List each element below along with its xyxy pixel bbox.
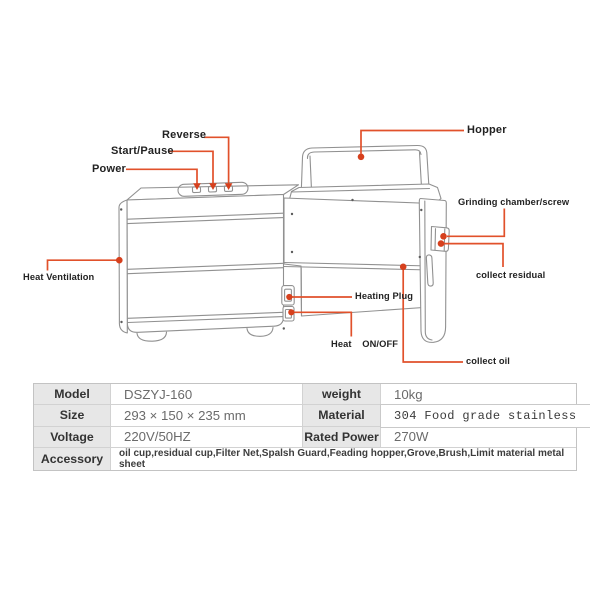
- spec-table: Model DSZYJ-160 weight 10kg Size 293 × 1…: [33, 383, 590, 471]
- hopper-corner-lines: [309, 151, 423, 191]
- spec-header-accessory: Accessory: [34, 448, 111, 470]
- hopper-flange-inner: [290, 187, 431, 193]
- spec-header-size: Size: [34, 405, 111, 427]
- body-seam-lines: [126, 212, 284, 324]
- leader-hopper: [360, 129, 464, 154]
- callout-markers: [116, 153, 447, 316]
- spec-header-weight: weight: [303, 384, 381, 406]
- screw-dots: [120, 198, 423, 330]
- body-front-face: [126, 193, 285, 333]
- hopper-inner-rim: [306, 149, 422, 160]
- marker-grinding-chamber: [440, 233, 447, 240]
- leader-grinding-chamber: [447, 208, 506, 238]
- spec-value-material: 304 Food grade stainless: [380, 404, 590, 428]
- spec-value-model: DSZYJ-160: [111, 384, 303, 406]
- spec-value-weight: 10kg: [381, 384, 576, 406]
- spec-header-model: Model: [34, 384, 111, 406]
- marker-hopper: [357, 153, 365, 161]
- spec-header-voltage: Voltage: [34, 426, 111, 448]
- leader-collect-oil: [402, 268, 463, 363]
- oil-outlet-slot: [425, 254, 434, 287]
- leader-heat-onoff: [293, 311, 353, 337]
- leader-collect-residual: [442, 242, 504, 267]
- leader-reverse: [204, 136, 230, 184]
- callout-collect-oil-label: collect oil: [466, 356, 510, 366]
- marker-heat-onoff: [288, 309, 295, 316]
- end-plate-inner-line: [424, 200, 433, 341]
- spec-header-material: Material: [303, 405, 381, 427]
- marker-heating-plug: [286, 293, 293, 301]
- leader-heat-ventilation: [46, 259, 118, 271]
- marker-collect-residual: [437, 240, 445, 247]
- spec-value-rated-power: 270W: [381, 427, 576, 448]
- callout-collect-residual-label: collect residual: [476, 270, 546, 280]
- body-left-face: [118, 199, 128, 334]
- callout-power-label: Power: [92, 163, 127, 175]
- callout-start-pause-label: Start/Pause: [111, 145, 174, 157]
- marker-reverse: [224, 183, 233, 190]
- callout-hopper-label: Hopper: [467, 124, 507, 136]
- leader-start-pause: [169, 150, 214, 184]
- grinding-outlet-lines: [434, 228, 446, 252]
- spec-value-size: 293 × 150 × 235 mm: [111, 405, 303, 427]
- spec-value-voltage: 220V/50HZ: [111, 426, 303, 448]
- marker-power: [193, 183, 201, 190]
- callout-heat-onoff-label: Heat ON/OFF: [331, 339, 399, 349]
- callout-heat-ventilation-label: Heat Ventilation: [23, 272, 95, 282]
- spec-header-rated-power: Rated Power: [303, 426, 381, 448]
- callout-grinding-chamber-label: Grinding chamber/screw: [458, 197, 570, 207]
- leader-power: [126, 168, 198, 184]
- spec-value-accessory: oil cup,residual cup,Filter Net,Spalsh G…: [119, 448, 565, 470]
- marker-collect-oil: [399, 263, 407, 271]
- grinding-outlet: [430, 225, 450, 252]
- marker-heat-ventilation: [116, 256, 123, 264]
- callout-heating-plug-label: Heating Plug: [355, 291, 414, 301]
- callout-leader-lines: [46, 129, 506, 363]
- marker-start-pause: [209, 183, 217, 190]
- heating-plug-assembly: [281, 285, 295, 322]
- machine-feet: [136, 326, 274, 342]
- callout-reverse-label: Reverse: [162, 129, 207, 141]
